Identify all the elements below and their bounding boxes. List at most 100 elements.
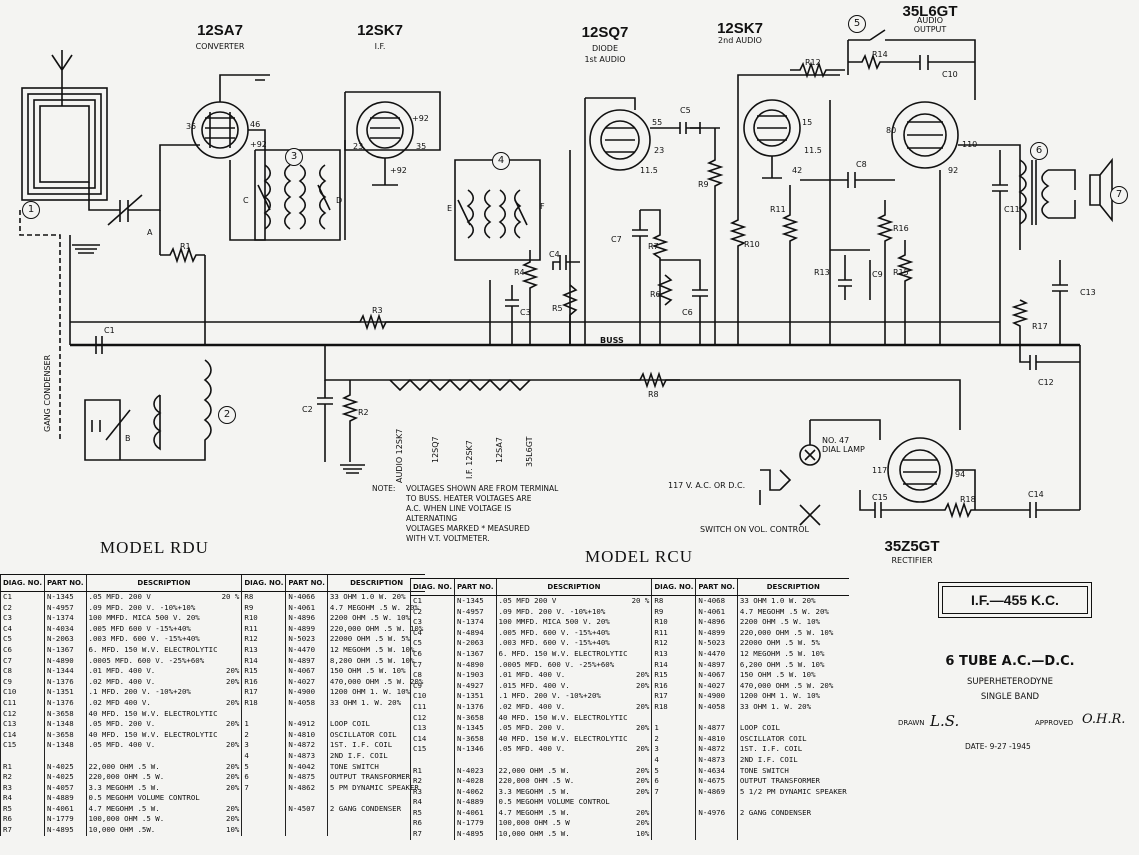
- part-no: N-4896: [695, 617, 738, 628]
- diag-no: 7: [241, 782, 286, 794]
- parts-table-row: C4 N-4034 .005 MFD 600 V -15%+40% R11 N-…: [0, 623, 426, 635]
- diag-no: R14: [241, 655, 286, 667]
- label-r17: R17: [1032, 322, 1048, 331]
- tube-v3-role2: 1st AUDIO: [584, 55, 626, 64]
- part-no: N-4066: [285, 591, 328, 603]
- label-r5: R5: [552, 304, 563, 313]
- description: .02 MFD. 400 V.: [495, 701, 630, 713]
- diag-no: R5: [0, 803, 45, 815]
- parts-table-row: C9 N-1376 .02 MFD. 400 V. 20% R16 N-4027…: [0, 676, 426, 688]
- diag-no: C11: [410, 701, 455, 713]
- diag-no: R17: [241, 687, 286, 698]
- header-desc: DESCRIPTION: [495, 578, 652, 596]
- parts-table-row: R2 N-4025 220,000 OHM .5 W. 20% 6 N-4875…: [0, 772, 426, 783]
- diag-no: R17: [651, 691, 696, 702]
- description: 1200 OHM 1. W. 10%: [326, 687, 426, 698]
- part-no: N-5023: [695, 638, 738, 649]
- description: 100,000 OHM .5 W: [495, 818, 630, 830]
- diag-no: R18: [651, 701, 696, 713]
- tolerance: 20%: [636, 723, 650, 733]
- part-no: N-4023: [454, 765, 497, 777]
- diag-no: [651, 818, 696, 830]
- part-no: N-1344: [44, 666, 87, 677]
- tube-v1-type: 12SA7: [197, 22, 243, 39]
- tube-v2-type: 12SK7: [357, 22, 403, 39]
- tolerance: [220, 687, 242, 698]
- part-no: N-4025: [44, 761, 87, 773]
- tolerance: 20%: [226, 782, 240, 792]
- label-c8: C8: [856, 160, 867, 169]
- label-r9: R9: [698, 180, 709, 189]
- diag-no: [241, 803, 286, 815]
- parts-table-row: C7 N-4890 .0005 MFD. 600 V. -25%+60% R14…: [0, 655, 426, 667]
- part-no: N-1345: [454, 723, 497, 734]
- tube-v3-type: 12SQ7: [581, 24, 629, 41]
- volt-v5-k: 80: [886, 126, 897, 135]
- part-no: N-4067: [695, 670, 738, 681]
- description: 2 GANG CONDENSER: [736, 807, 849, 819]
- drawn-signature: L.S.: [930, 712, 960, 730]
- label-r15: R15: [893, 268, 909, 277]
- speaker-marker: 7: [1110, 186, 1128, 204]
- label-c7: C7: [611, 235, 622, 244]
- diag-no: C2: [410, 606, 455, 618]
- part-no: N-4027: [285, 676, 328, 688]
- parts-table-row: C10 N-1351 .1 MFD. 200 V. -10%+20% R17 N…: [0, 687, 426, 698]
- diag-no: R4: [0, 793, 45, 804]
- description: .0005 MFD. 600 V. -25%+60%: [495, 659, 630, 671]
- part-no: N-4889: [454, 797, 497, 808]
- part-no: N-4058: [695, 701, 738, 713]
- drawn-label: DRAWN: [898, 719, 925, 727]
- parts-table-row: C10 N-1351 .1 MFD. 200 V. -10%+20% R17 N…: [410, 691, 849, 702]
- part-no: N-2063: [44, 634, 87, 645]
- part-no: N-4057: [44, 782, 87, 794]
- volt-v1-k: 35: [186, 122, 197, 131]
- part-no: N-1351: [454, 691, 497, 702]
- part-no: N-3658: [44, 729, 87, 741]
- description: 5 1/2 PM DYNAMIC SPEAKER: [736, 786, 849, 798]
- parts-table-row: C3 N-1374 100 MMFD. MICA 500 V. 20% R10 …: [0, 613, 426, 624]
- parts-table-row: C6 N-1367 6. MFD. 150 W.V. ELECTROLYTIC …: [0, 644, 426, 656]
- diag-no: C2: [0, 602, 45, 614]
- description: 22000 OHM .5 W. 5%: [736, 638, 849, 649]
- diag-no: C4: [0, 623, 45, 635]
- description: .05 MFD. 200 V.: [85, 719, 220, 730]
- header-part: PART NO.: [44, 574, 87, 592]
- parts-table-header: DIAG. NO. PART NO. DESCRIPTION DIAG. NO.…: [410, 578, 849, 596]
- parts-table-row: C1 N-1345 .05 MFD 200 V 20 % R8 N-4068 3…: [410, 595, 849, 607]
- part-no: N-1376: [44, 676, 87, 688]
- tolerance: 20%: [226, 719, 240, 729]
- description: .1 MFD. 200 V. -10%+20%: [85, 687, 220, 698]
- diag-no: R13: [241, 644, 286, 656]
- part-no: [285, 825, 328, 836]
- diag-no: 4: [241, 750, 286, 762]
- diag-no: 2: [651, 733, 696, 745]
- description: LOOP COIL: [736, 723, 849, 734]
- description: 3.3 MEGOHM .5 W.: [495, 786, 630, 798]
- spec-tube-count: 6 TUBE A.C.—D.C.: [945, 654, 1075, 669]
- tolerance: [630, 797, 652, 808]
- tolerance: 20 %: [221, 592, 240, 601]
- label-c: C: [243, 196, 249, 205]
- header-desc: DESCRIPTION: [736, 578, 849, 596]
- part-no: N-4025: [44, 772, 87, 783]
- diag-no: R10: [241, 613, 286, 624]
- parts-table-row: C2 N-4957 .09 MFD. 200 V. -10%+10% R9 N-…: [410, 606, 849, 618]
- part-no: N-5023: [285, 634, 328, 645]
- note-line: TO BUSS. HEATER VOLTAGES ARE: [406, 494, 532, 503]
- parts-table-row: C7 N-4890 .0005 MFD. 600 V. -25%+60% R14…: [410, 659, 849, 671]
- description: 100 MMFD. MICA 500 V. 20%: [495, 617, 630, 628]
- volt-v1-screen: +92: [250, 140, 267, 149]
- tolerance: 20%: [636, 776, 650, 786]
- label-r2: R2: [358, 408, 369, 417]
- approved-signature: O.H.R.: [1082, 712, 1126, 727]
- coil-4-marker: 4: [492, 152, 510, 170]
- part-no: N-4873: [695, 754, 738, 766]
- label-r13: R13: [814, 268, 830, 277]
- tolerance: 20%: [636, 744, 650, 754]
- description: 470,000 OHM .5 W. 20%: [736, 680, 849, 692]
- parts-table-row: R7 N-4895 10,000 OHM .5 W. 10%: [410, 829, 849, 840]
- note-line: A.C. WHEN LINE VOLTAGE IS: [406, 504, 512, 513]
- parts-table-row: R4 N-4889 0.5 MEGOHM VOLUME CONTROL: [410, 797, 849, 808]
- description: 2200 OHM .5 W. 10%: [736, 617, 849, 628]
